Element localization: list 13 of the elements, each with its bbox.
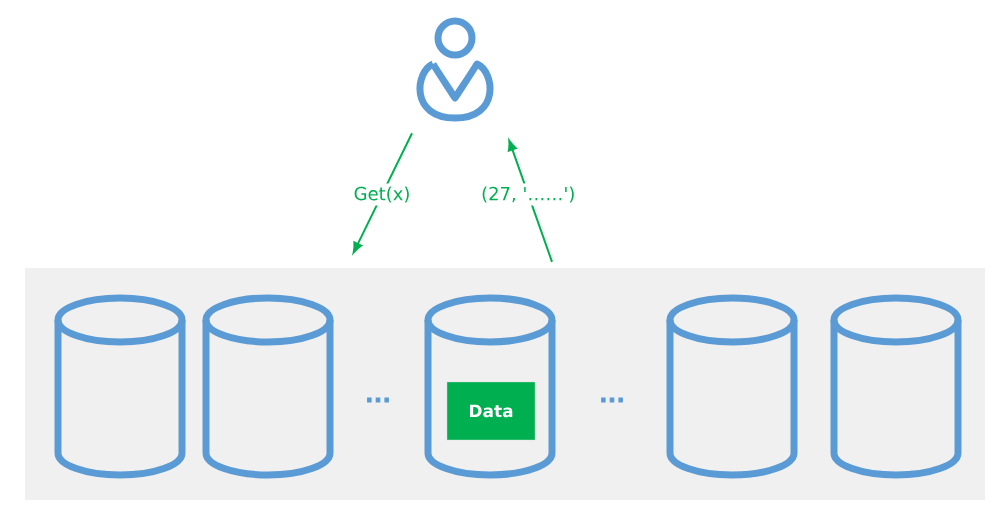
- database-cylinder: [54, 294, 186, 479]
- edge-label: (27, '……'): [478, 183, 579, 206]
- ellipsis: …: [601, 397, 623, 403]
- arrow: [507, 139, 553, 263]
- edge-label: Get(x): [350, 183, 414, 206]
- user-icon: [416, 17, 494, 122]
- data-box: Data: [446, 381, 536, 441]
- database-cylinder: [666, 294, 798, 479]
- database-cylinder: [830, 294, 962, 479]
- arrow: [352, 132, 413, 254]
- ellipsis: …: [367, 397, 389, 403]
- database-cylinder: [424, 294, 556, 479]
- database-cylinder: [202, 294, 334, 479]
